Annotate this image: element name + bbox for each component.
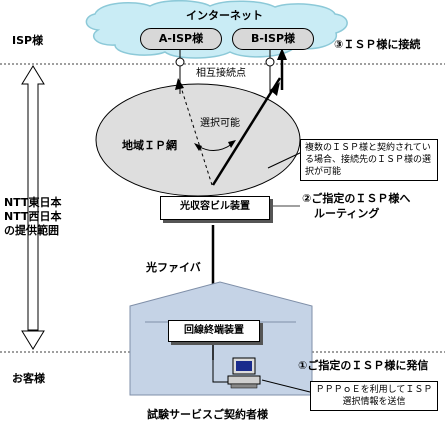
building-equipment: 光収容ビル装置 — [160, 196, 270, 220]
selectable-label: 選択可能 — [200, 118, 240, 129]
step2-label-line1: ②ご指定のＩＳＰ様へ — [302, 192, 411, 205]
step2-label-line2: ルーティング — [314, 207, 380, 220]
isp-a-node: A-ISP様 — [140, 28, 222, 50]
route-arrowhead-a — [175, 78, 184, 90]
ntt-range-label-1: NTT東日本 — [4, 196, 62, 209]
selectable-arc-head-right — [228, 140, 236, 148]
route-arrowhead-mid — [270, 82, 280, 96]
step1-label: ①ご指定のＩＳＰ様に発信 — [298, 359, 429, 372]
onu-device: 回線終端装置 — [168, 320, 260, 342]
trial-customer-label: 試験サービスご契約者様 — [147, 408, 268, 421]
ntt-range-label-3: の提供範囲 — [4, 224, 59, 237]
interconnect-point-b — [265, 57, 275, 67]
step3-label: ③ＩＳＰ様に接続 — [334, 38, 421, 51]
route-to-b-isp — [211, 77, 282, 186]
fiber-label: 光ファイバ — [146, 261, 201, 274]
callout-leader-pppoe — [261, 379, 311, 393]
interconnect-label: 相互接続点 — [196, 67, 246, 80]
ntt-range-label-2: NTT西日本 — [4, 210, 62, 223]
callout-pppoe: ＰＰＰｏＥを利用してＩＳＰ選択情報を送信 — [310, 381, 438, 411]
customer-label: お客様 — [12, 372, 45, 385]
internet-label: インターネット — [186, 9, 263, 22]
pc-icon — [227, 357, 261, 389]
isp-b-node: B-ISP様 — [232, 28, 314, 50]
callout-leader-multi-isp — [267, 151, 303, 169]
route-arrowhead-b — [277, 48, 287, 60]
ntt-range-arrow-head-up — [21, 65, 45, 331]
regional-ip-label: 地域ＩＰ網 — [122, 139, 177, 152]
selectable-arc-head-left — [194, 143, 202, 151]
ntt-range-arrow-head-down — [21, 330, 45, 350]
callout-multi-isp: 複数のＩＳＰ様と契約されている場合、接続先のＩＳＰ様の選択が可能 — [300, 139, 438, 181]
interconnect-point-a — [175, 57, 185, 67]
isp-side-label: ISP様 — [12, 34, 44, 47]
